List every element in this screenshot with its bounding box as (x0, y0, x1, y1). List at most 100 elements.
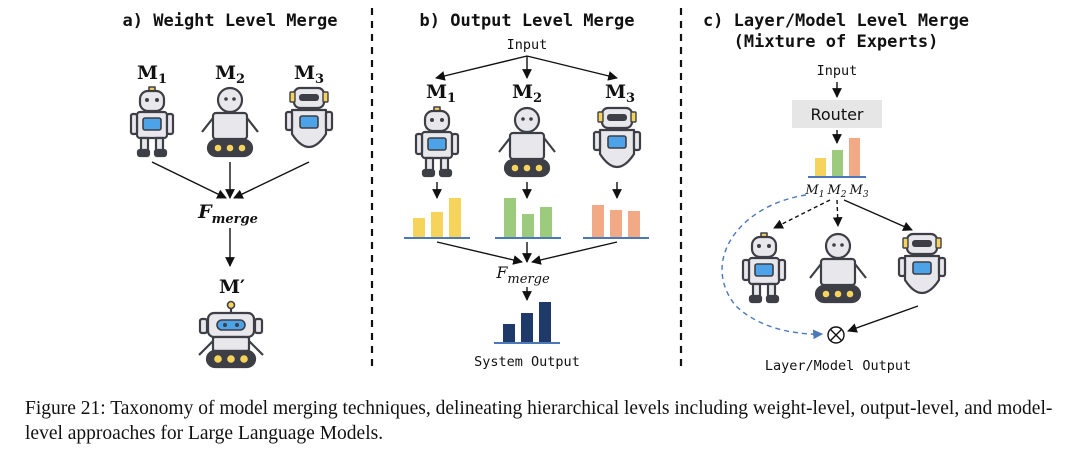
robot-arm (198, 340, 214, 356)
robot-body (819, 257, 857, 287)
robot-arm (809, 263, 822, 279)
robot-arm (324, 110, 334, 132)
panel-a-title: a) Weight Level Merge (123, 11, 338, 31)
robot-wheel (212, 353, 224, 365)
robot-ear (902, 237, 909, 249)
robot-visor (912, 240, 932, 247)
bar (849, 138, 860, 177)
robot-ear (322, 91, 329, 103)
panel-a-model-1-label: M1 (137, 62, 167, 87)
robot-arm (284, 110, 294, 132)
panel-c-title-line2: (Mixture of Experts) (734, 32, 939, 52)
combine-operator-cross (829, 328, 843, 342)
robot-head (216, 86, 244, 114)
robot-arm (201, 117, 214, 133)
dashed-arrow (832, 199, 843, 227)
robot-body (211, 335, 251, 353)
robot-icon (592, 106, 642, 169)
robot-arm (498, 137, 511, 153)
robot-head (824, 232, 852, 260)
robot-screen (142, 117, 162, 131)
robot-foot (153, 148, 168, 158)
robot-icon (129, 86, 175, 158)
arrow (435, 55, 528, 81)
robot-wheel (238, 353, 250, 365)
panel-b-model-2-label: M2 (512, 81, 542, 106)
robot-eye (521, 117, 525, 121)
robot-ear (630, 111, 637, 123)
router-box (792, 100, 882, 128)
panel-output-level: b) Output Level Merge Input M1 M2 M3 (404, 11, 649, 370)
router-gate-bars (808, 138, 866, 178)
robot-foot (765, 294, 780, 304)
robot-arm (592, 130, 602, 152)
arrow (847, 305, 919, 333)
robot-arm (248, 340, 264, 356)
panel-c-input-label: Input (817, 63, 858, 79)
robot-icon (284, 86, 334, 149)
robot-icon (201, 86, 259, 158)
robot-eye (767, 244, 771, 248)
robot-eye (529, 117, 533, 121)
robot-eye (224, 97, 228, 101)
robot-ear (289, 91, 296, 103)
robot-eye (145, 98, 149, 102)
robot-ear (597, 111, 604, 123)
robot-visor (299, 94, 319, 101)
robot-arm (937, 256, 947, 278)
combine-operator-circle (827, 326, 845, 344)
bar (832, 150, 843, 177)
robot-body (508, 131, 546, 161)
robot-visor (607, 114, 627, 121)
robot-wheel (821, 289, 831, 299)
robot-wheel (213, 143, 223, 153)
bar (628, 211, 640, 238)
robot-wheel (237, 143, 247, 153)
arrow (531, 241, 618, 265)
panel-c-output-label: Layer/Model Output (765, 358, 911, 374)
figure-caption: Figure 21: Taxonomy of model merging tec… (25, 398, 1053, 444)
robot-head (423, 109, 451, 133)
arrow (151, 161, 227, 199)
residual-dashed-arrow (721, 194, 823, 340)
bar (815, 158, 826, 177)
robot-arm (129, 112, 139, 136)
robot-arm (543, 137, 556, 153)
robot-body (211, 111, 249, 141)
robot-arm (897, 256, 907, 278)
bar (504, 198, 516, 238)
robot-arm (246, 117, 259, 133)
robot-icon (498, 106, 556, 178)
robot-eye (840, 243, 844, 247)
robot-icon (809, 232, 867, 304)
merged-robot-icon (198, 300, 264, 369)
robot-foot (136, 148, 151, 158)
robot-screen (912, 261, 932, 275)
arrow (233, 161, 310, 199)
robot-head (513, 106, 541, 134)
robot-eye (235, 323, 239, 327)
panel-b-title: b) Output Level Merge (420, 11, 635, 31)
panel-a-model-2-label: M2 (215, 62, 245, 87)
router-label: Router (810, 105, 863, 124)
panel-a-merge-function: Fmerge (197, 201, 258, 227)
robot-screen (754, 263, 774, 277)
robot-head (750, 235, 778, 259)
robot-foot (421, 168, 436, 178)
robot-head (138, 89, 166, 113)
robot-ear (935, 237, 942, 249)
bar (449, 198, 461, 238)
panel-b-model-3-label: M3 (605, 81, 635, 106)
robot-eye (223, 323, 227, 327)
robot-eye (832, 243, 836, 247)
panel-c-title-line1: c) Layer/Model Level Merge (703, 11, 969, 31)
robot-wheel (225, 353, 237, 365)
panel-b-merge-function: Fmerge (495, 263, 550, 287)
output-bars-model-2 (495, 198, 561, 239)
bar (610, 210, 622, 238)
robot-wheel (534, 163, 544, 173)
robot-icon (741, 232, 787, 304)
robot-eye (155, 98, 159, 102)
